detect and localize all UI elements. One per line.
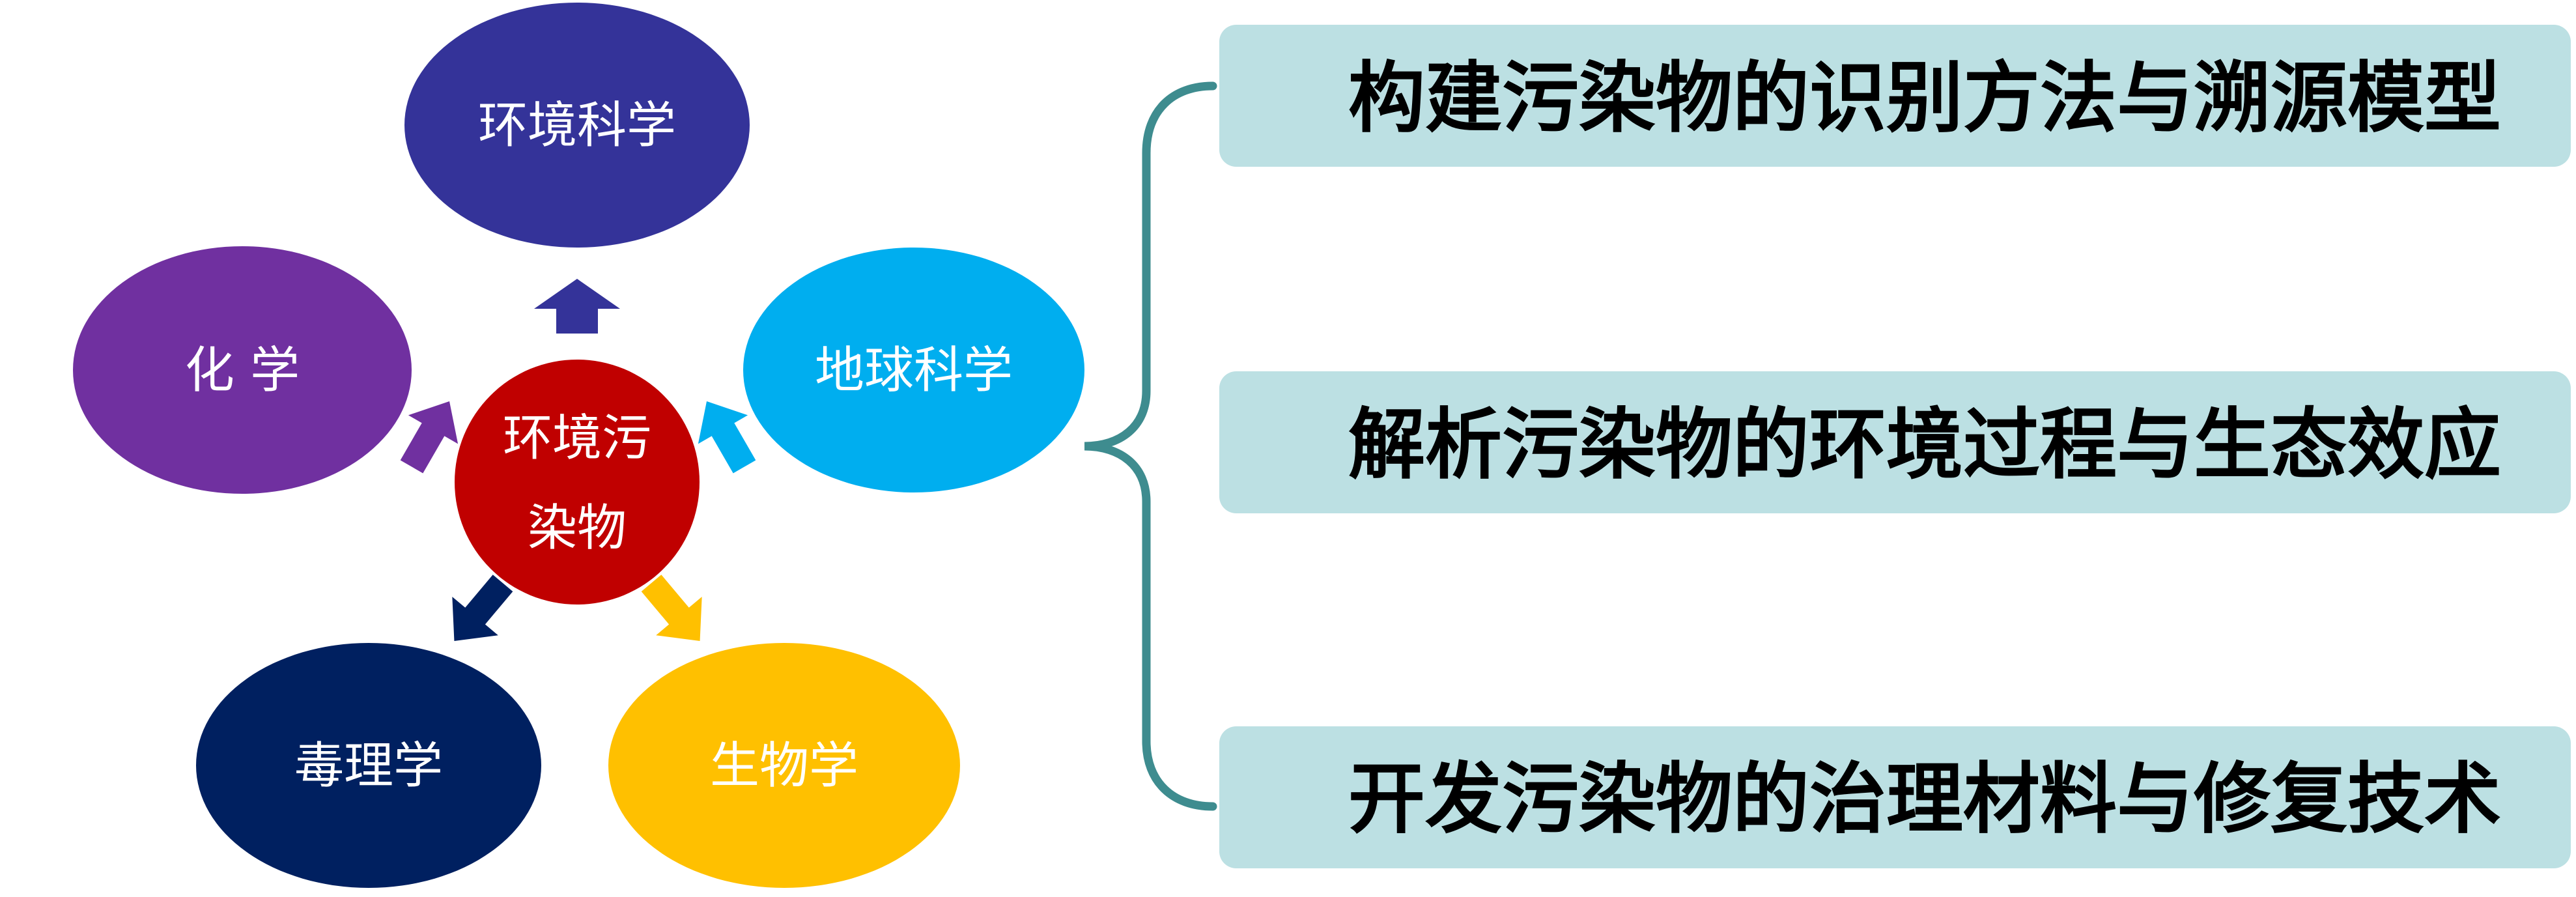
biology-node xyxy=(608,643,960,888)
goal-label-process: 解析污染物的环境过程与生态效应 xyxy=(1348,399,2501,490)
center-label-line2: 染物 xyxy=(528,499,627,557)
arrow-to-chemistry xyxy=(400,401,459,474)
earth-science-node xyxy=(743,248,1084,492)
goal-label-identification: 构建污染物的识别方法与溯源模型 xyxy=(1348,53,2501,143)
center-label-line1: 环境污 xyxy=(503,409,651,467)
earth-science-label: 地球科学 xyxy=(815,341,1013,399)
chemistry-label: 化 学 xyxy=(185,341,300,399)
curly-brace xyxy=(1084,81,1217,811)
goal-label-remediation: 开发污染物的治理材料与修复技术 xyxy=(1348,754,2501,844)
goal-bar-identification xyxy=(1219,25,2571,167)
chemistry-node xyxy=(73,246,412,494)
arrow-to-earth-science xyxy=(698,401,756,474)
toxicology-label: 毒理学 xyxy=(294,737,443,795)
environmental-science-label: 环境科学 xyxy=(478,96,676,154)
center-pollutant-node xyxy=(455,360,700,605)
goal-bar-remediation xyxy=(1219,726,2571,868)
toxicology-node xyxy=(196,643,541,888)
arrow-to-environmental-science xyxy=(534,279,620,334)
biology-label: 生物学 xyxy=(710,737,858,795)
arrow-to-biology xyxy=(641,575,702,641)
goal-bar-process xyxy=(1219,371,2571,513)
environmental-science-node xyxy=(404,3,750,248)
arrow-to-toxicology xyxy=(452,575,513,641)
